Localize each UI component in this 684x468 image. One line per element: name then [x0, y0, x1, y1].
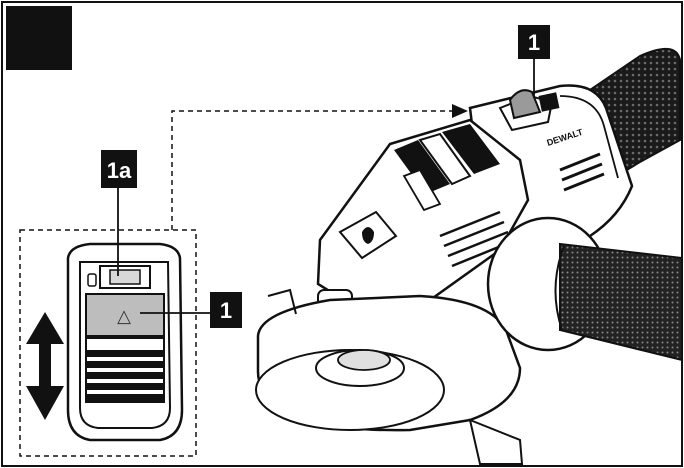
callout-1a-badge — [101, 150, 137, 188]
switch-symbol: △ — [117, 306, 131, 327]
corner-marker — [6, 6, 72, 70]
up-down-arrow-icon — [26, 312, 64, 420]
guard-clamp — [468, 418, 524, 465]
callout-1-detail-label: 1 — [220, 298, 232, 323]
spindle-lock-button — [338, 210, 398, 260]
slide-switch — [85, 293, 165, 337]
callout-1-tool-badge — [518, 25, 550, 59]
switch-detail: △ 1a 1 — [19, 104, 468, 457]
tool-slide-switch — [498, 89, 560, 132]
angle-grinder: DEWALT — [255, 25, 683, 465]
lock-off-slot — [87, 273, 97, 287]
side-handle — [559, 242, 683, 362]
lock-off-tab-face — [109, 269, 141, 285]
arrow-right-icon — [452, 104, 468, 118]
head-ribs — [394, 124, 500, 212]
detail-box — [19, 229, 197, 457]
detail-leader-line — [171, 110, 452, 230]
callout-1-detail-badge — [210, 292, 242, 328]
callout-1-tool-label: 1 — [528, 30, 540, 55]
switch-grip-ribs — [85, 337, 165, 403]
vent-slots — [559, 152, 605, 192]
head-lower-ribs — [439, 210, 509, 268]
callout-1a-label: 1a — [107, 158, 132, 183]
